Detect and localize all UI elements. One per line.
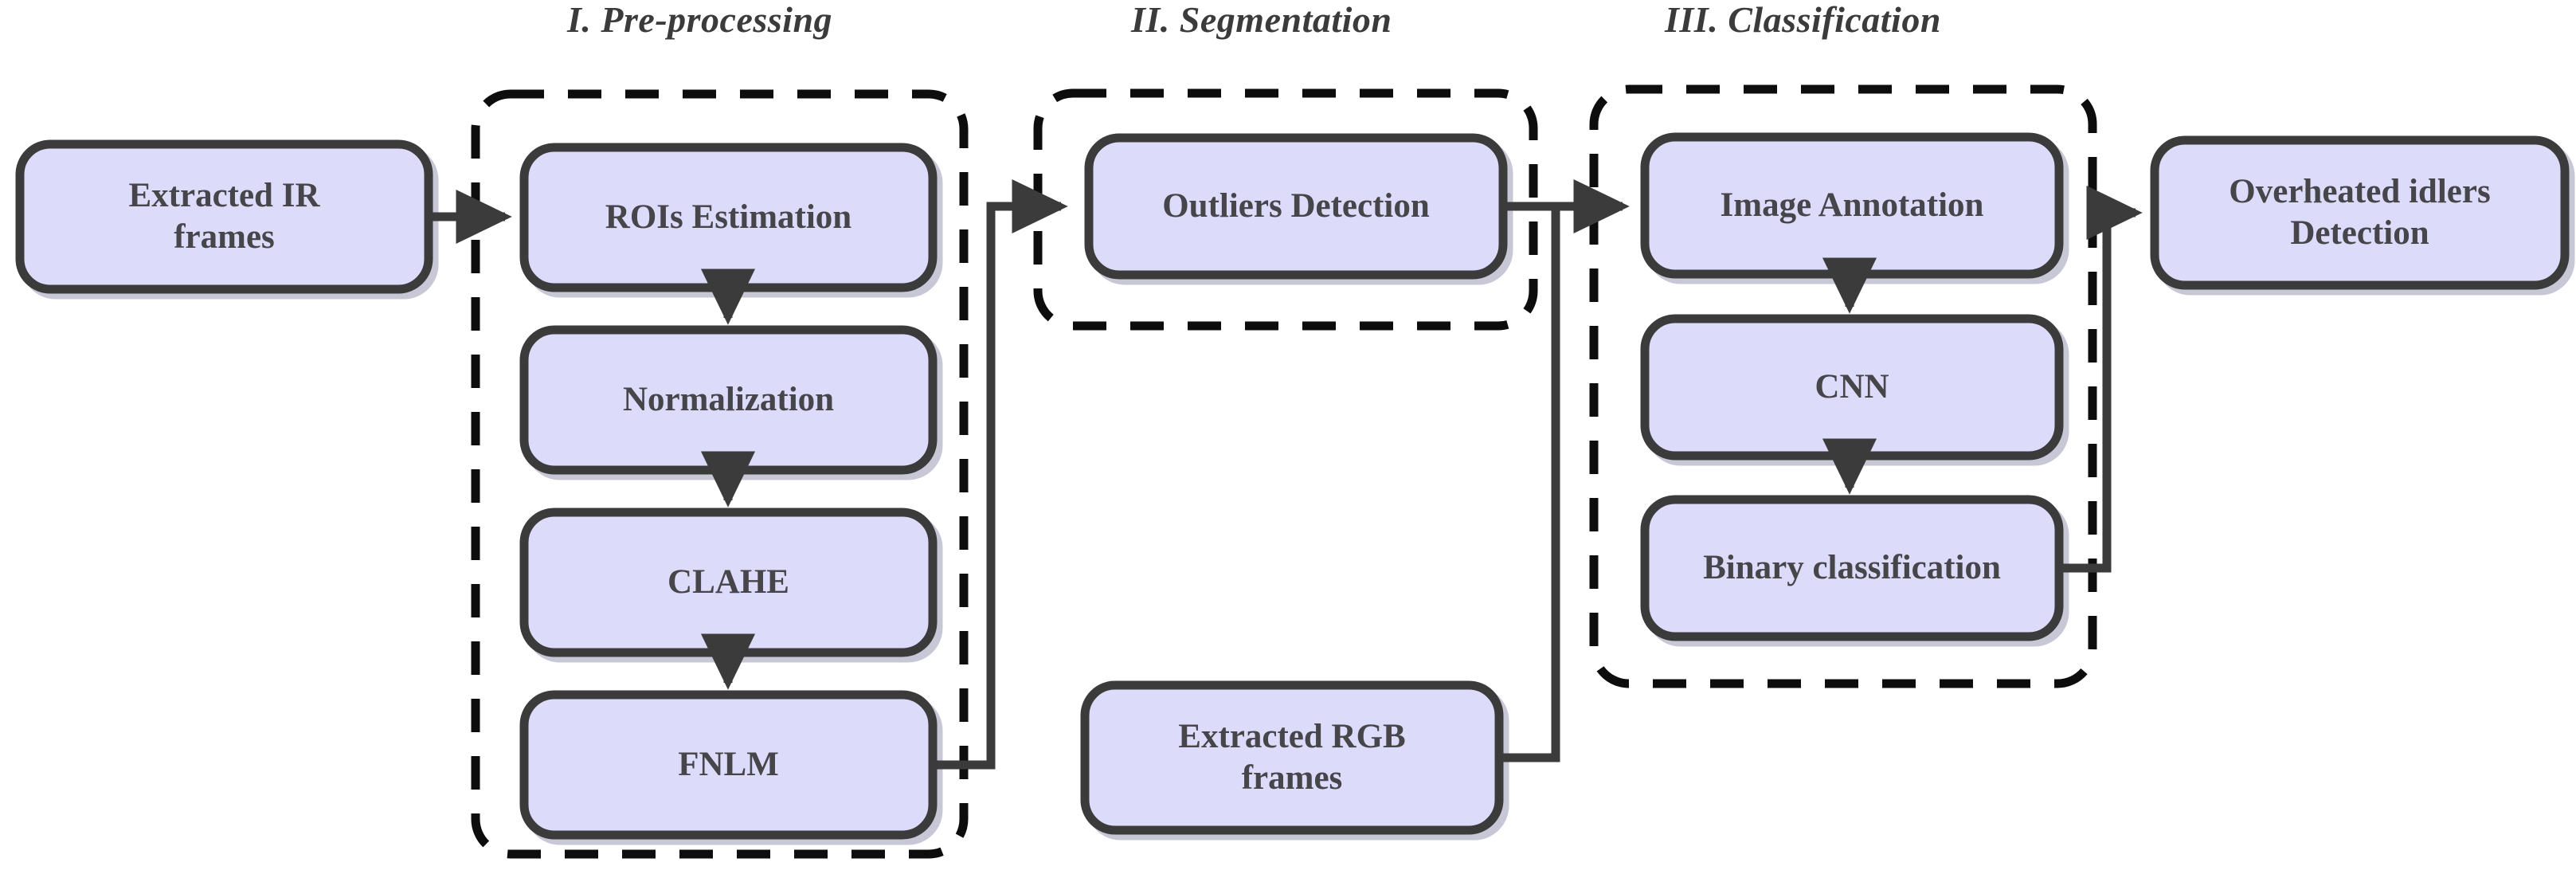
group-pre-processing [471, 89, 969, 859]
edge-rgb-to-image-annotation [1503, 206, 1560, 762]
edge-binary-to-overheated-idlers [2063, 185, 2143, 573]
edge-fnlm-to-outliers [937, 178, 1068, 770]
node-normalization[interactable] [519, 325, 938, 475]
node-extracted-ir-frames[interactable] [15, 139, 433, 294]
node-fnlm[interactable] [519, 690, 938, 840]
node-image-annotation[interactable] [1640, 132, 2064, 279]
node-clahe[interactable] [519, 508, 938, 657]
node-cnn[interactable] [1640, 314, 2064, 461]
group-classification [1589, 84, 2097, 688]
section-title-segmentation: II. Segmentation [1131, 0, 1392, 40]
section-title-pre-processing: I. Pre-processing [567, 0, 833, 40]
section-title-classification: III. Classification [1665, 0, 1941, 40]
node-binary-classification[interactable] [1640, 495, 2064, 641]
node-extracted-rgb-frames[interactable] [1080, 680, 1504, 835]
node-outliers-detection[interactable] [1084, 133, 1508, 280]
node-rois-estimation[interactable] [519, 143, 938, 292]
node-overheated-idlers-detection[interactable] [2150, 135, 2570, 290]
